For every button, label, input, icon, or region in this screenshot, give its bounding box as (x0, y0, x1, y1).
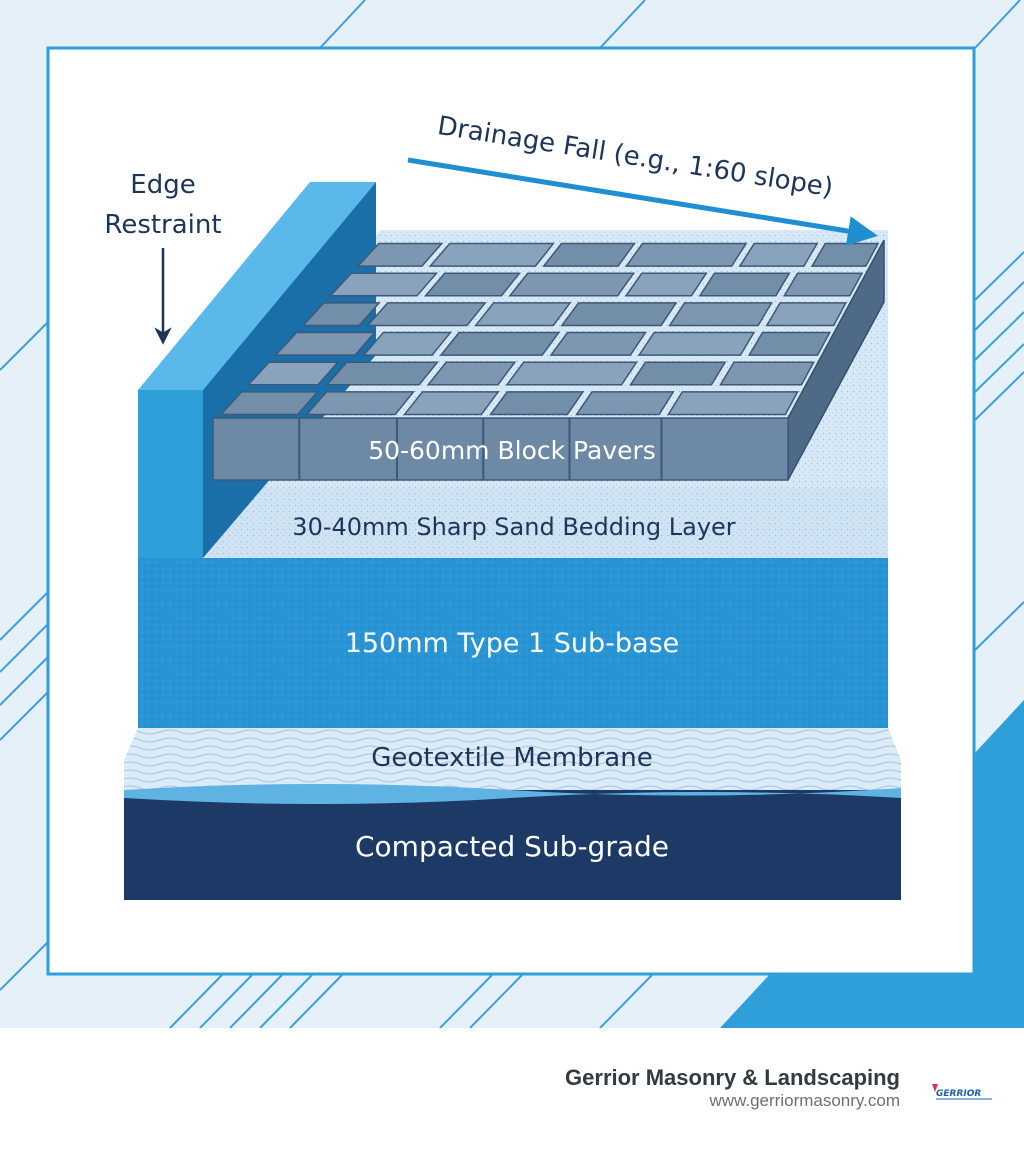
paver-block (325, 361, 439, 386)
paver-block (637, 331, 756, 356)
paver-block (219, 391, 320, 416)
paver-block (328, 272, 439, 297)
paver-front-face (212, 417, 789, 481)
subbase-label: 150mm Type 1 Sub-base (345, 628, 680, 659)
paver-block (782, 272, 864, 297)
paver-block (301, 302, 381, 327)
paver-block (542, 242, 636, 267)
block-pavers (212, 239, 885, 481)
subgrade-label: Compacted Sub-grade (355, 830, 669, 863)
decorative-stripes (0, 0, 1024, 1028)
company-logo: GERRIOR (932, 1084, 992, 1100)
paver-block (489, 391, 585, 416)
paver-block (666, 391, 799, 416)
paver-block (366, 302, 487, 327)
paver-block (402, 391, 500, 416)
pavement-cross-section-diagram: 50-60mm Block Pavers 30-40mm Sharp Sand … (0, 0, 1024, 1028)
edge-restraint-label-line1: Edge (130, 170, 195, 200)
subgrade-layer (124, 790, 901, 900)
membrane-label: Geotextile Membrane (371, 743, 652, 773)
footer: Gerrior Masonry & Landscaping www.gerrio… (0, 1028, 1024, 1154)
paver-block (508, 272, 636, 297)
subbase-layer (138, 558, 888, 728)
paver-block (246, 361, 340, 386)
paver-block (362, 331, 453, 356)
logo-text: GERRIOR (936, 1089, 981, 1099)
paver-block (439, 331, 561, 356)
pavers-label: 50-60mm Block Pavers (368, 436, 656, 465)
paver-block (738, 242, 819, 267)
paver-block (426, 361, 517, 386)
paver-block (474, 302, 572, 327)
paver-block (624, 272, 708, 297)
company-name: Gerrior Masonry & Landscaping (565, 1065, 900, 1090)
paver-block (624, 242, 748, 267)
bedding-label: 30-40mm Sharp Sand Bedding Layer (292, 513, 736, 541)
paver-block (560, 302, 678, 327)
edge-restraint-label-line2: Restraint (104, 210, 221, 240)
paver-block (765, 302, 848, 327)
paver-block (719, 361, 815, 386)
paver-block (629, 361, 727, 386)
drainage-arrow (407, 157, 878, 246)
paver-block (428, 242, 555, 267)
membrane-wave-line (124, 784, 901, 804)
paver-block (273, 331, 377, 356)
paver-block (305, 391, 416, 416)
website-url: www.gerriormasonry.com (709, 1091, 900, 1110)
paver-block (575, 391, 675, 416)
paver-block (549, 331, 647, 356)
paver-block (747, 331, 832, 356)
paver-block (698, 272, 791, 297)
paver-block (668, 302, 773, 327)
paver-block (423, 272, 522, 297)
paver-block (505, 361, 638, 386)
paver-block (356, 242, 444, 267)
